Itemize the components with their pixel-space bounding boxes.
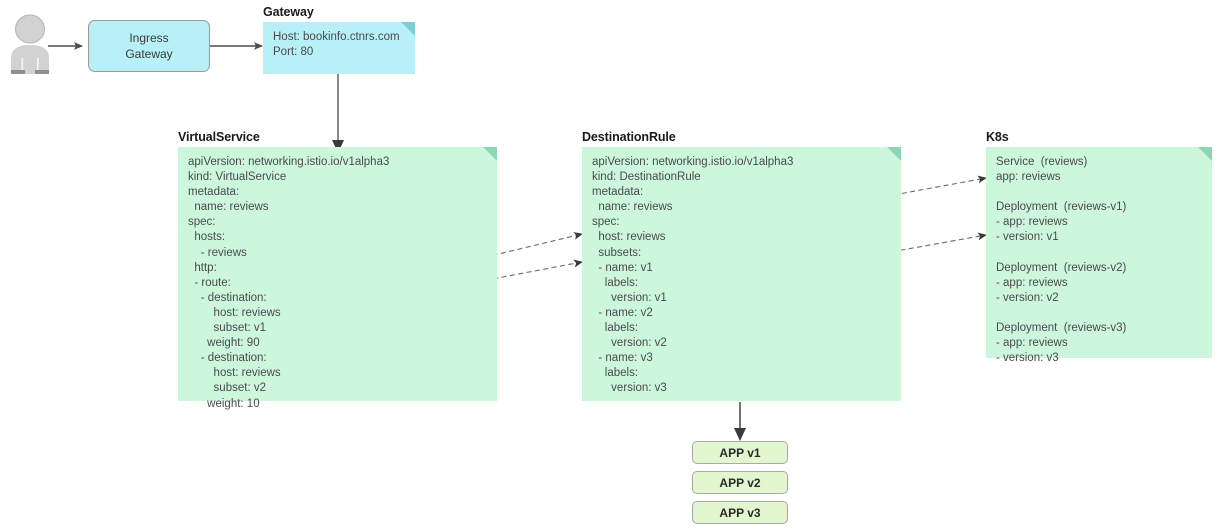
app-box-v3-label: APP v3 [719,505,761,520]
folded-corner-icon [887,147,901,161]
k8s-note-title: K8s [986,130,1009,144]
app-box-v2-label: APP v2 [719,475,761,490]
k8s-note-body: Service (reviews) app: reviews Deploymen… [996,156,1127,365]
virtualservice-note-body: apiVersion: networking.istio.io/v1alpha3… [188,156,390,410]
destinationrule-note-title: DestinationRule [582,130,676,144]
ingress-gateway-label: Ingress Gateway [125,31,173,61]
user-actor-icon [11,14,49,74]
folded-corner-icon [401,22,415,36]
destinationrule-note-body: apiVersion: networking.istio.io/v1alpha3… [592,156,794,395]
app-box-v3[interactable]: APP v3 [692,501,788,524]
virtualservice-note[interactable]: VirtualService apiVersion: networking.is… [178,130,497,410]
virtualservice-note-title: VirtualService [178,130,260,144]
gateway-note[interactable]: Gateway Host: bookinfo.ctnrs.com Port: 8… [263,5,415,74]
connector-gateway-to-virtualservice [332,74,344,153]
destinationrule-note[interactable]: DestinationRule apiVersion: networking.i… [582,130,901,401]
k8s-note[interactable]: K8s Service (reviews) app: reviews Deplo… [986,130,1212,365]
user-actor [4,14,56,76]
app-box-v1-label: APP v1 [719,445,761,460]
app-box-v2[interactable]: APP v2 [692,471,788,494]
ingress-gateway-box[interactable]: Ingress Gateway [88,20,210,72]
connector-destinationrule-to-app-v1 [734,402,746,441]
gateway-note-title: Gateway [263,5,314,19]
folded-corner-icon [483,147,497,161]
gateway-note-body: Host: bookinfo.ctnrs.com Port: 80 [273,31,400,59]
app-box-v1[interactable]: APP v1 [692,441,788,464]
folded-corner-icon [1198,147,1212,161]
